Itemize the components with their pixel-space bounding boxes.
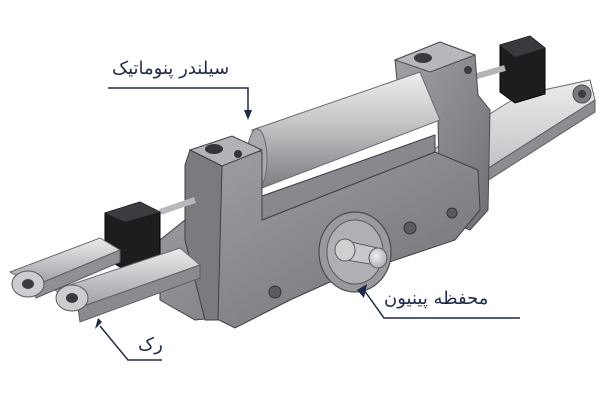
- leader-pinion: [357, 284, 520, 319]
- pinion-housing: [318, 211, 392, 293]
- front-housing-block: [159, 134, 481, 329]
- leader-cylinder: [108, 87, 252, 120]
- label-rack: رک: [138, 334, 163, 355]
- end-cap-back: [499, 35, 546, 104]
- rack-rail-left-end: [8, 237, 122, 299]
- leader-rack: [95, 318, 162, 361]
- label-pneumatic-cylinder: سیلندر پنوماتیک: [112, 58, 230, 79]
- rack-rail-front: [53, 247, 201, 323]
- label-pinion-housing: محفظه پینیون: [384, 288, 489, 309]
- piston-rod-front: [159, 197, 196, 215]
